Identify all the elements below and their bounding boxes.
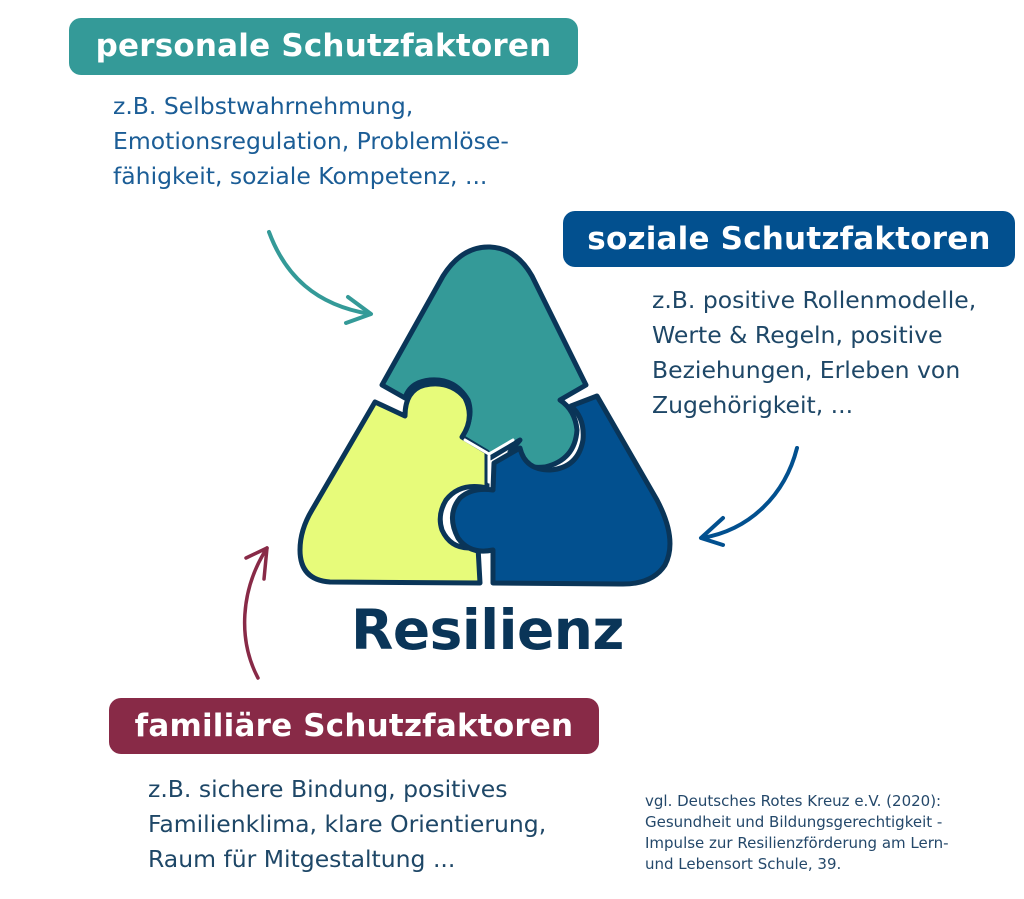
family-puzzle-piece xyxy=(297,381,490,586)
arrow-social-icon xyxy=(699,446,799,547)
personal-puzzle-piece xyxy=(379,244,589,470)
description-line: Raum für Mitgestaltung ... xyxy=(148,845,456,873)
citation-line: Gesundheit und Bildungsgerechtigkeit - xyxy=(645,813,943,831)
description-line: Zugehörigkeit, ... xyxy=(652,391,854,419)
description-line: z.B. sichere Bindung, positives xyxy=(148,775,508,803)
family-factors-description: z.B. sichere Bindung, positives Familien… xyxy=(148,772,546,877)
personal-factors-description: z.B. Selbstwahrnehmung, Emotionsregulati… xyxy=(113,89,509,194)
description-line: Beziehungen, Erleben von xyxy=(652,356,961,384)
citation: vgl. Deutsches Rotes Kreuz e.V. (2020): … xyxy=(645,791,949,875)
citation-line: vgl. Deutsches Rotes Kreuz e.V. (2020): xyxy=(645,792,942,810)
arrow-family-icon xyxy=(242,546,269,680)
family-factors-label: familiäre Schutzfaktoren xyxy=(109,698,599,754)
description-line: Werte & Regeln, positive xyxy=(652,321,943,349)
description-line: z.B. positive Rollenmodelle, xyxy=(652,286,977,314)
social-puzzle-piece xyxy=(450,393,673,587)
citation-line: und Lebensort Schule, 39. xyxy=(645,855,842,873)
diagram-title: Resilienz xyxy=(351,598,624,662)
personal-factors-label: personale Schutzfaktoren xyxy=(69,18,578,75)
description-line: z.B. Selbstwahrnehmung, xyxy=(113,92,414,120)
description-line: Emotionsregulation, Problemlöse- xyxy=(113,127,509,155)
description-line: fähigkeit, soziale Kompetenz, ... xyxy=(113,162,488,190)
citation-line: Impulse zur Resilienzförderung am Lern- xyxy=(645,834,949,852)
social-factors-description: z.B. positive Rollenmodelle, Werte & Reg… xyxy=(652,283,976,423)
arrow-personal-icon xyxy=(267,230,373,325)
social-factors-label: soziale Schutzfaktoren xyxy=(563,211,1015,267)
description-line: Familienklima, klare Orientierung, xyxy=(148,810,547,838)
